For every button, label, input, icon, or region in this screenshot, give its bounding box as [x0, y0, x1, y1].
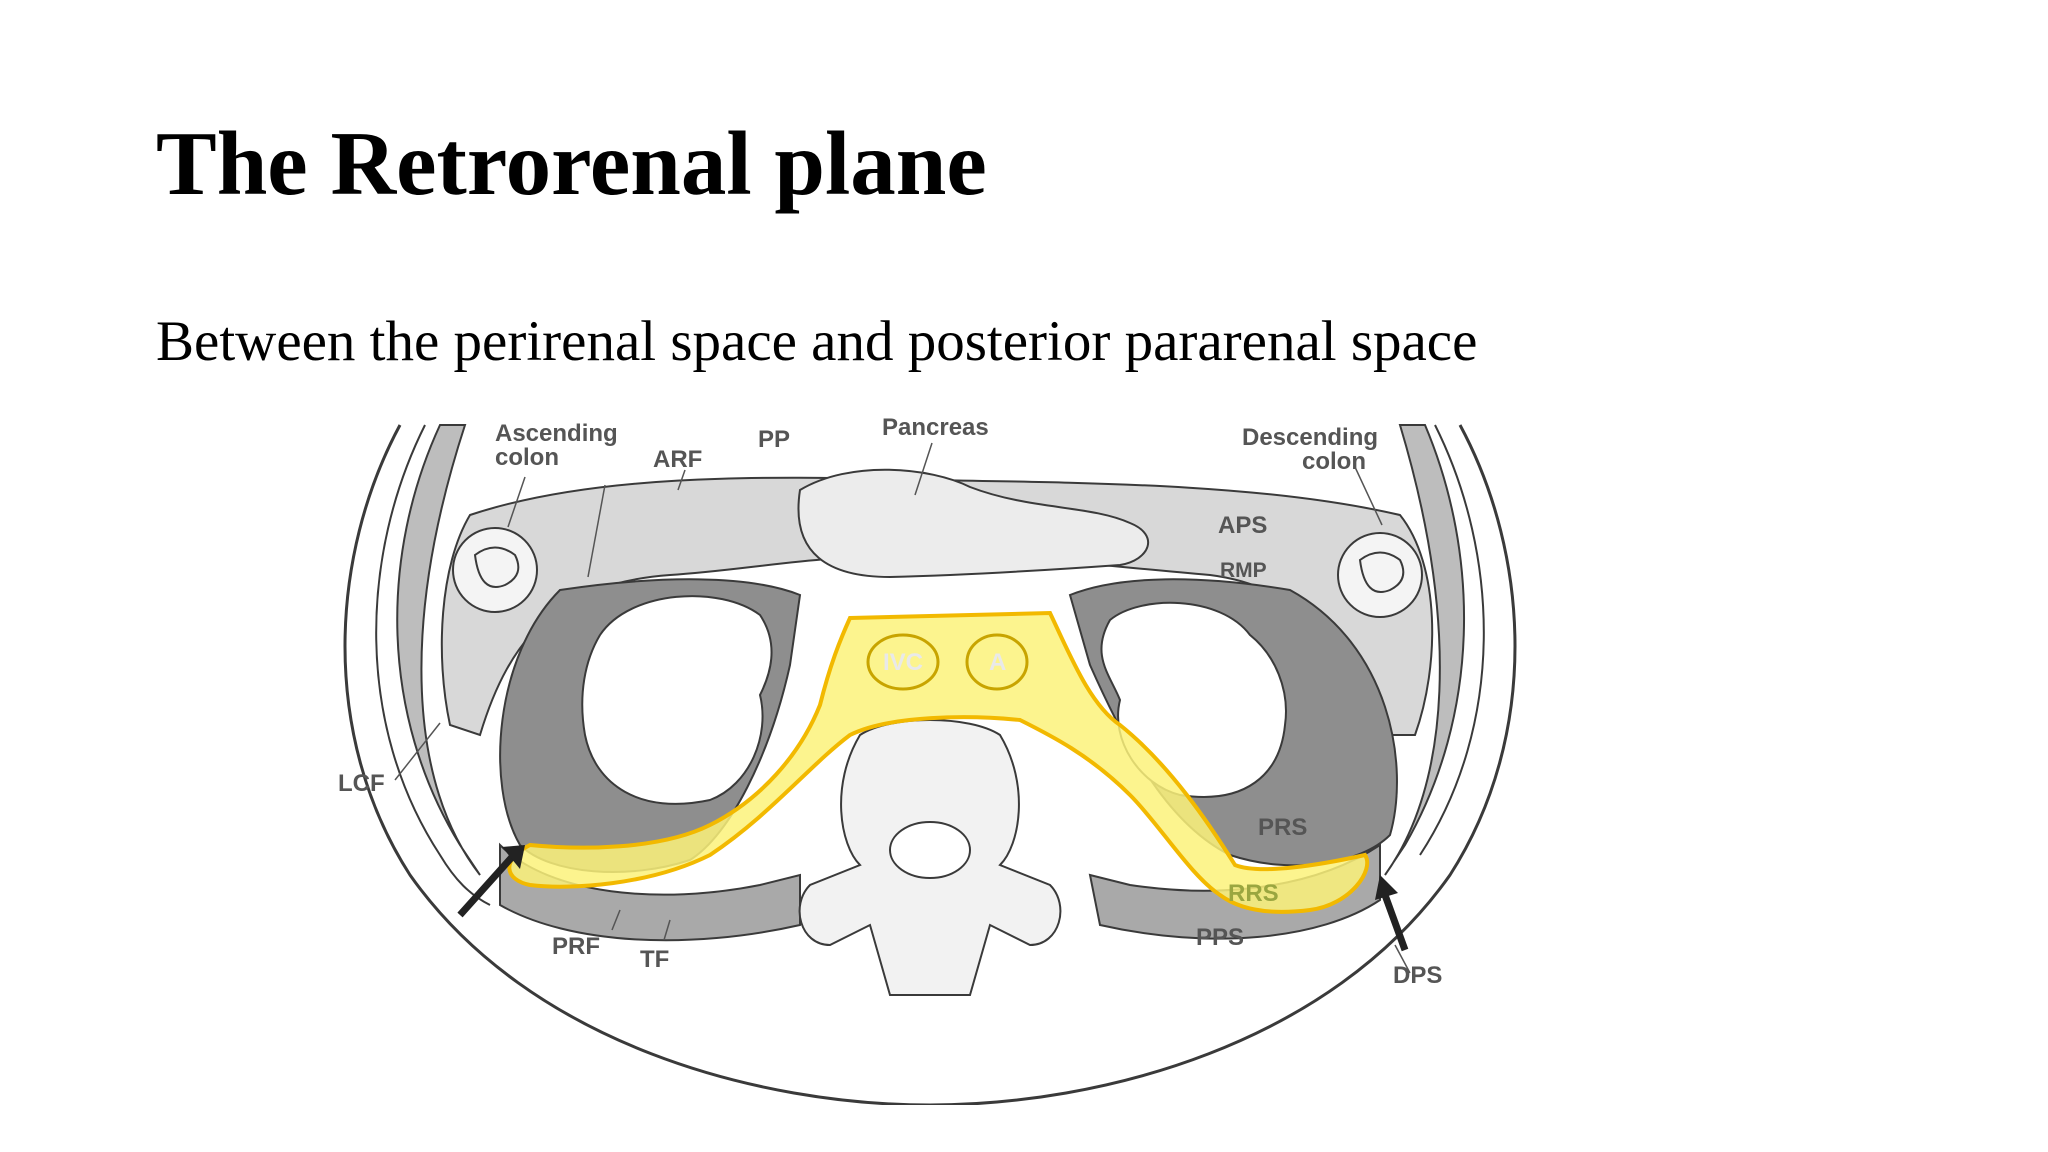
label-pancreas: Pancreas: [882, 414, 989, 441]
label-pp: PP: [758, 426, 790, 453]
label-ascending-colon-2: colon: [495, 444, 559, 471]
label-rrs: RRS: [1228, 880, 1279, 907]
label-rmp: RMP: [1220, 559, 1267, 582]
label-ivc: IVC: [883, 649, 923, 676]
label-aps: APS: [1218, 512, 1267, 539]
label-dps: DPS: [1393, 962, 1442, 989]
label-descending-colon-1: Descending: [1242, 424, 1378, 451]
label-tf: TF: [640, 946, 669, 973]
right-arrow: [1385, 895, 1405, 950]
label-aorta: A: [989, 649, 1006, 676]
spinal-canal: [890, 822, 970, 878]
label-descending-colon-2: colon: [1302, 448, 1366, 475]
label-lcf: LCF: [338, 770, 385, 797]
descending-colon-circle: [1338, 533, 1422, 617]
retroperitoneal-cross-section-diagram: Ascending colon ARF PP Pancreas Descendi…: [330, 405, 1530, 1105]
slide-subtitle: Between the perirenal space and posterio…: [156, 313, 1477, 370]
ascending-colon-circle: [453, 528, 537, 612]
label-arf: ARF: [653, 446, 702, 473]
label-prf: PRF: [552, 933, 600, 960]
label-ascending-colon-1: Ascending: [495, 420, 618, 447]
slide-title: The Retrorenal plane: [156, 118, 987, 209]
right-kidney: [582, 596, 771, 804]
label-pps: PPS: [1196, 924, 1244, 951]
label-prs: PRS: [1258, 814, 1307, 841]
